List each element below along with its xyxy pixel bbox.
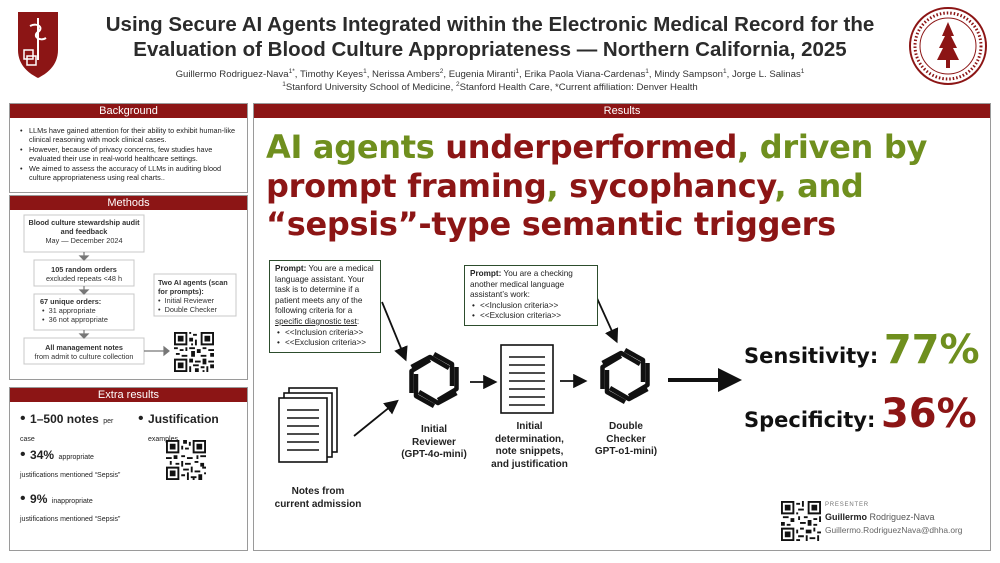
affiliations: 1Stanford University School of Medicine,… [282, 80, 698, 93]
stat-notes-per-case: • 1–500 notes per case [20, 410, 114, 443]
flow-arrow [78, 255, 90, 261]
initial-reviewer-ai-icon [412, 354, 457, 406]
presenter-qr-code[interactable] [781, 501, 821, 541]
flow-arrow [78, 289, 90, 295]
flow-box [153, 273, 237, 317]
double-checker-prompt-box: Prompt: You are a checking another medic… [464, 265, 598, 326]
arrow-prompt1-to-reviewer [381, 301, 408, 362]
author: Guillermo Rodriguez-Nava [175, 69, 289, 80]
determination-document-icon [500, 344, 554, 414]
presenter-block: PRESENTER Guillermo Rodriguez-Nava Guill… [779, 500, 984, 544]
poster-title: Using Secure AI Agents Integrated within… [80, 12, 900, 62]
stanford-university-seal [909, 7, 987, 85]
flow-step-audit: Blood culture stewardship audit and feed… [28, 218, 140, 245]
flow-box [23, 214, 145, 253]
methods-panel: Methods Blood culture stewardship audit … [9, 195, 248, 380]
extra-results-panel: Extra results • 1–500 notes per case • J… [9, 387, 248, 551]
title-line-2: Evaluation of Blood Culture Appropriaten… [133, 38, 847, 61]
methods-heading: Methods [10, 196, 247, 210]
flow-step-agents: Two AI agents (scan for prompts): • Init… [158, 278, 228, 314]
ai-pipeline-diagram [278, 295, 742, 463]
author: Nerissa Ambers [372, 69, 440, 80]
stat-inappropriate-sepsis: • 9% inappropriate justifications mentio… [20, 490, 121, 523]
criteria-item: <<Inclusion criteria>> [275, 328, 375, 339]
arrow-notes-to-reviewer [353, 399, 399, 437]
author-list: Guillermo Rodriguez-Nava1*, Timothy Keye… [80, 67, 900, 94]
background-bullet: We aimed to assess the accuracy of LLMs … [20, 164, 239, 182]
extra-results-heading: Extra results [10, 388, 247, 402]
sensitivity-metric: Sensitivity: 77% [744, 327, 980, 373]
stat-appropriate-sepsis: • 34% appropriate justifications mention… [20, 446, 121, 479]
author: Jorge L. Salinas [731, 69, 801, 80]
background-bullet: LLMs have gained attention for their abi… [20, 126, 239, 144]
double-checker-ai-icon [603, 350, 648, 402]
justification-examples: • Justification examples [138, 410, 219, 443]
author: Mindy Sampson [654, 69, 724, 80]
flow-arrow [163, 345, 170, 357]
author: Timothy Keyes [299, 69, 364, 80]
initial-reviewer-prompt-box: Prompt: You are a medical language assis… [269, 260, 381, 353]
results-heading: Results [254, 104, 990, 118]
notes-document-stack-icon [278, 387, 338, 463]
background-list: LLMs have gained attention for their abi… [10, 118, 247, 182]
methods-flow-diagram [23, 214, 237, 365]
stanford-medicine-shield-logo [18, 12, 58, 78]
prompts-qr-code[interactable] [174, 332, 214, 372]
background-heading: Background [10, 104, 247, 118]
flow-box [33, 259, 135, 287]
criteria-item: <<Exclusion criteria>> [275, 338, 375, 349]
presenter-caption: PRESENTER [825, 502, 869, 508]
author-names: Guillermo Rodriguez-Nava1*, Timothy Keye… [175, 67, 805, 80]
specificity-value: 36% [880, 391, 977, 437]
criteria-item: <<Inclusion criteria>> [470, 301, 592, 312]
flow-step-unique-orders: 67 unique orders: • 31 appropriate • 36 … [40, 297, 108, 324]
background-bullet: However, because of privacy concerns, fe… [20, 145, 239, 163]
results-headline: AI agents underperformed, driven by prom… [266, 128, 927, 243]
sensitivity-value: 77% [883, 327, 980, 373]
specificity-metric: Specificity: 36% [744, 391, 977, 437]
presenter-email[interactable]: Guillermo.RodriguezNava@dhha.org [825, 525, 963, 535]
author: Eugenia Miranti [448, 69, 516, 80]
criteria-item: <<Exclusion criteria>> [470, 311, 592, 322]
results-panel: Results AI agents underperformed, driven… [253, 103, 991, 551]
title-line-1: Using Secure AI Agents Integrated within… [105, 13, 875, 36]
author: Erika Paola Viana-Cardenas [524, 69, 646, 80]
presenter-name: Guillermo Rodriguez-Nava [825, 512, 935, 522]
justification-qr-code[interactable] [166, 440, 206, 480]
flow-arrow [78, 333, 90, 339]
arrow-prompt2-to-checker [595, 295, 619, 344]
background-panel: Background LLMs have gained attention fo… [9, 103, 248, 193]
